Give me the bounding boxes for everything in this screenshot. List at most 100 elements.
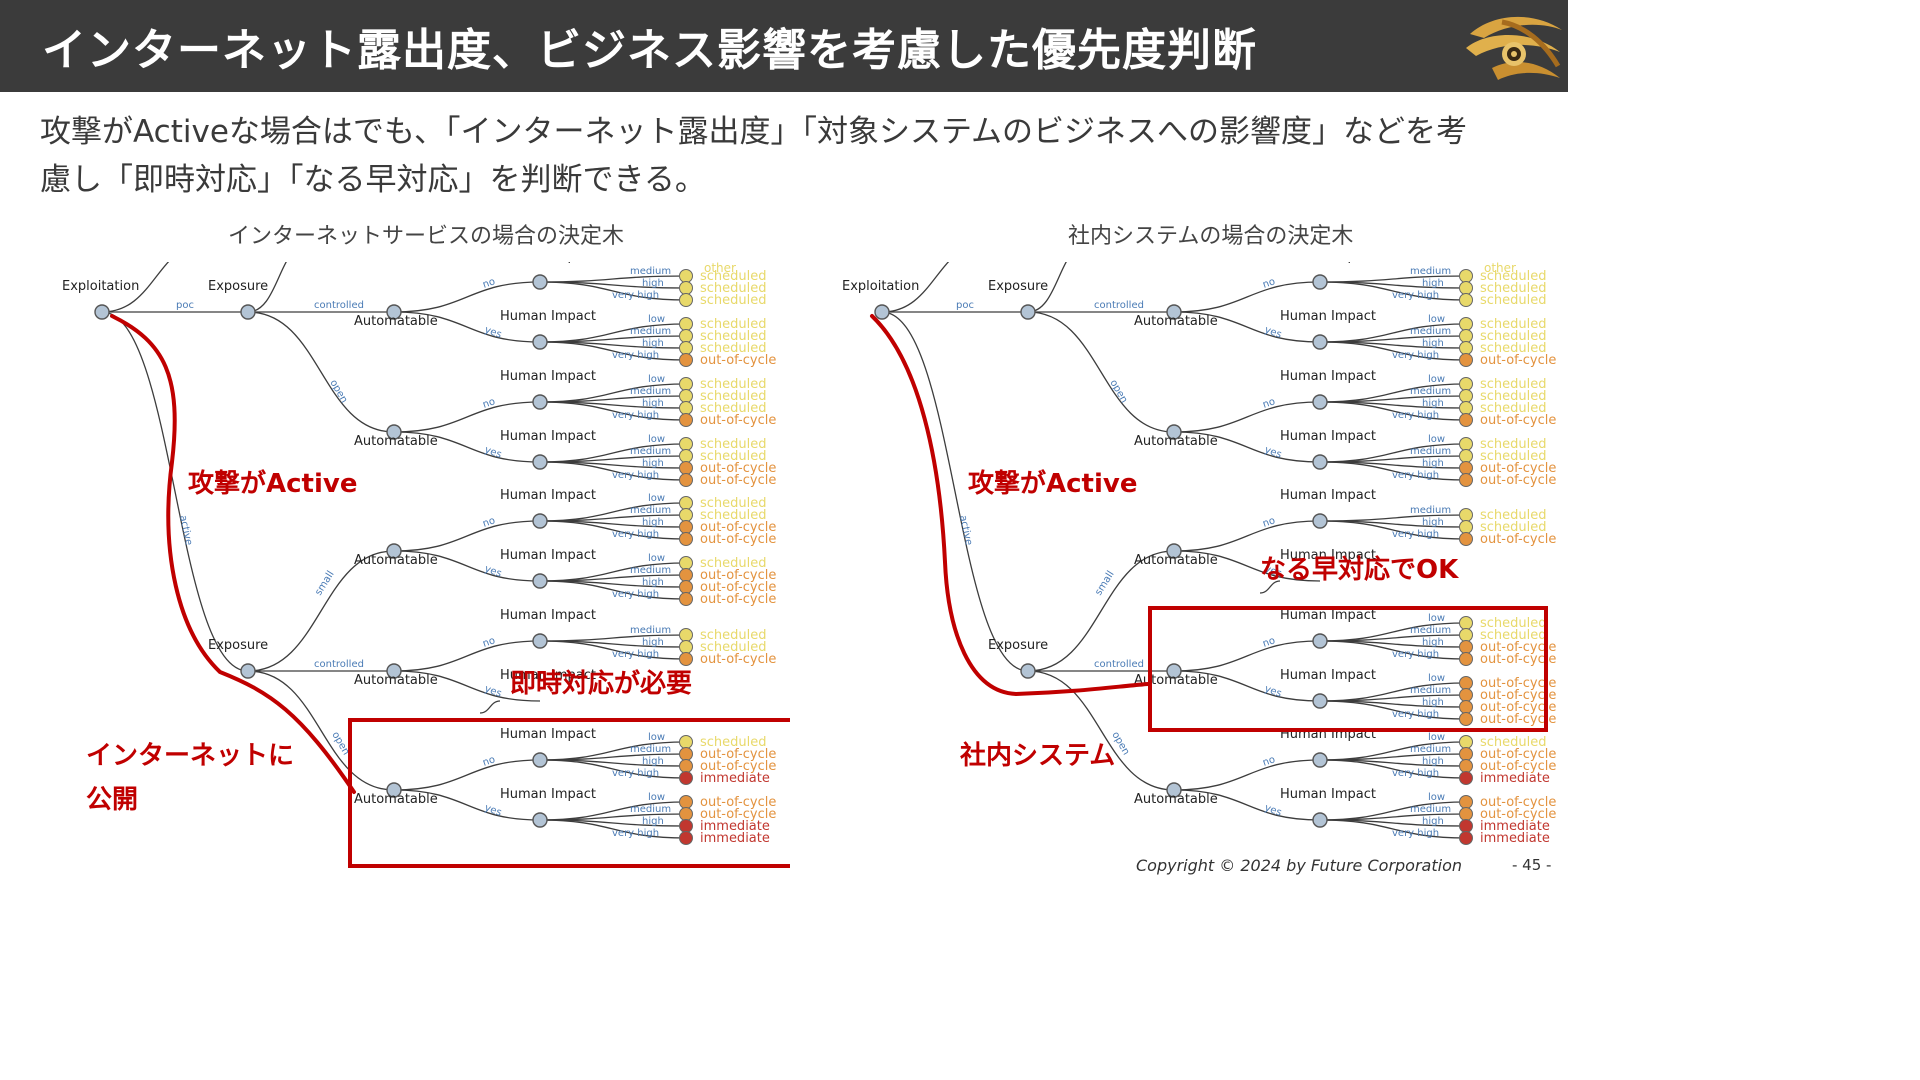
label-human-impact: Human Impact	[500, 369, 596, 384]
outcome-scheduled	[679, 496, 693, 510]
automatable-node	[1166, 782, 1182, 798]
outcome-label-scheduled: scheduled	[1480, 616, 1547, 631]
edge-human-impact-leaf	[539, 341, 687, 361]
impact-level-label: medium	[1410, 744, 1451, 755]
outcome-label-immediate: immediate	[700, 831, 770, 846]
impact-level-label: very high	[612, 768, 659, 779]
edge-label-no: no	[1261, 754, 1276, 769]
impact-level-label: medium	[1410, 266, 1451, 277]
edge-human-impact-leaf	[1319, 520, 1467, 540]
impact-level-label: very high	[1392, 470, 1439, 481]
outcome-out-of-cycle	[679, 592, 693, 606]
edge-human-impact-leaf	[1319, 759, 1467, 779]
edge-exposure-small	[247, 262, 287, 313]
highlight-box-immediate	[348, 718, 790, 868]
impact-level-label: high	[642, 398, 664, 409]
outcome-scheduled	[1459, 520, 1473, 534]
edge-label-small: small	[313, 569, 336, 597]
impact-level-label: high	[642, 756, 664, 767]
impact-level-label: high	[642, 816, 664, 827]
label-human-impact: Human Impact	[1280, 787, 1376, 802]
impact-level-label: high	[642, 278, 664, 289]
outcome-out-of-cycle	[679, 461, 693, 475]
outcome-scheduled	[679, 389, 693, 403]
outcome-out-of-cycle	[1459, 688, 1473, 702]
human-impact-node	[1312, 394, 1328, 410]
impact-level-label: low	[1428, 374, 1445, 385]
edge-automatable-no	[393, 281, 541, 313]
outcome-label-scheduled: scheduled	[1480, 377, 1547, 392]
outcome-label-scheduled: scheduled	[700, 329, 767, 344]
edge-label-no: no	[1261, 515, 1276, 530]
outcome-label-out-of-cycle: out-of-cycle	[700, 532, 776, 547]
label-human-impact: Human Impact	[500, 488, 596, 503]
outcome-out-of-cycle	[679, 580, 693, 594]
outcome-label-out-of-cycle: out-of-cycle	[1480, 712, 1556, 727]
outcome-label-scheduled: scheduled	[700, 269, 767, 284]
impact-level-label: medium	[1410, 505, 1451, 516]
label-exposure-b: Exposure	[988, 638, 1048, 653]
outcome-out-of-cycle	[1459, 652, 1473, 666]
outcome-out-of-cycle	[1459, 461, 1473, 475]
outcome-label-scheduled: scheduled	[1480, 735, 1547, 750]
edge-label-no: no	[481, 754, 496, 769]
internal-decision-tree: otherscheduledmediumscheduledhighschedul…	[842, 262, 1556, 846]
label-human-impact: Human Impact	[1280, 309, 1376, 324]
outcome-label-out-of-cycle: out-of-cycle	[700, 461, 776, 476]
label-human-impact: Human Impact	[500, 727, 596, 742]
tree-edges	[101, 262, 687, 839]
edge-label-yes: yes	[1263, 683, 1283, 699]
company-logo-icon	[1466, 16, 1562, 80]
label-human-impact: Human Impact	[500, 668, 596, 683]
exploitation-node	[874, 304, 890, 320]
outcome-label-out-of-cycle: out-of-cycle	[1480, 807, 1556, 822]
impact-level-label: very high	[612, 350, 659, 361]
edge-human-impact-leaf	[539, 461, 687, 481]
outcome-label-scheduled: scheduled	[700, 317, 767, 332]
internet-decision-tree: otherscheduledmediumscheduledhighschedul…	[62, 262, 790, 868]
edge-exploitation-active	[101, 311, 249, 672]
outcome-label-out-of-cycle: out-of-cycle	[1480, 747, 1556, 762]
impact-level-label: low	[1428, 732, 1445, 743]
outcome-label-scheduled: scheduled	[1480, 449, 1547, 464]
impact-level-label: very high	[1392, 290, 1439, 301]
edge-label-no: no	[481, 635, 496, 650]
impact-level-label: high	[642, 458, 664, 469]
outcome-scheduled	[679, 628, 693, 642]
edge-exposure-small-b	[247, 550, 395, 672]
outcome-label-scheduled: scheduled	[700, 449, 767, 464]
edge-label-yes: yes	[483, 324, 503, 340]
outcome-scheduled	[679, 269, 693, 283]
outcome-label-out-of-cycle: out-of-cycle	[1480, 473, 1556, 488]
impact-level-label: medium	[1410, 386, 1451, 397]
exposure-node	[1020, 304, 1036, 320]
outcome-label-out-of-cycle: out-of-cycle	[700, 652, 776, 667]
outcome-label-scheduled: scheduled	[1480, 401, 1547, 416]
label-exposure-b: Exposure	[208, 638, 268, 653]
outcome-scheduled	[1459, 628, 1473, 642]
automatable-node	[1166, 424, 1182, 440]
impact-level-label: very high	[612, 828, 659, 839]
outcome-label-out-of-cycle: out-of-cycle	[1480, 676, 1556, 691]
outcome-label-scheduled: scheduled	[700, 640, 767, 655]
impact-level-label: low	[1428, 314, 1445, 325]
edge-human-impact-leaf	[539, 401, 687, 421]
human-impact-node	[532, 752, 548, 768]
edge-automatable-no	[1173, 640, 1321, 672]
outcome-scheduled	[1459, 377, 1473, 391]
outcome-label-out-of-cycle: out-of-cycle	[1480, 652, 1556, 667]
edge-label-small: small	[1093, 569, 1116, 597]
impact-level-label: very high	[1392, 649, 1439, 660]
outcome-scheduled	[679, 449, 693, 463]
impact-level-label: very high	[612, 290, 659, 301]
outcome-label-immediate: immediate	[1480, 771, 1550, 786]
outcome-scheduled	[679, 293, 693, 307]
label-automatable: Automatable	[354, 434, 438, 449]
human-impact-node	[532, 573, 548, 589]
exposure-node	[240, 663, 256, 679]
edge-label-yes: yes	[483, 683, 503, 699]
label-automatable: Automatable	[354, 553, 438, 568]
outcome-label-scheduled: scheduled	[700, 401, 767, 416]
human-impact-node	[1312, 633, 1328, 649]
outcome-scheduled	[679, 401, 693, 415]
